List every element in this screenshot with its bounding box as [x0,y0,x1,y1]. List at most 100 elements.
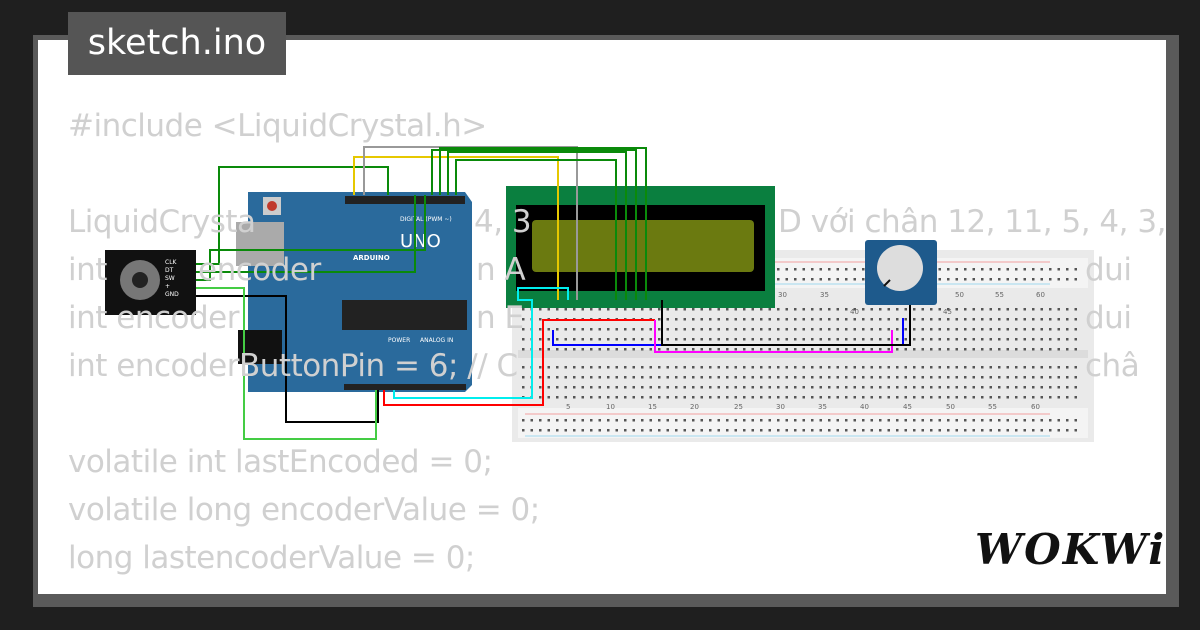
breadboard-hole [1049,429,1052,432]
breadboard-hole [590,366,593,369]
breadboard-hole [692,396,695,399]
breadboard-hole [828,429,831,432]
breadboard-hole [998,396,1001,399]
breadboard-hole [981,278,984,281]
bb-number: 35 [820,291,829,299]
breadboard-hole [998,268,1001,271]
breadboard-hole [853,396,856,399]
breadboard-hole [1057,308,1060,311]
breadboard-hole [624,419,627,422]
breadboard-hole [836,338,839,341]
breadboard-hole [1006,348,1009,351]
breadboard-hole [734,376,737,379]
breadboard-hole [930,429,933,432]
breadboard-hole [1032,348,1035,351]
breadboard-hole [930,366,933,369]
breadboard-hole [896,419,899,422]
breadboard-hole [632,328,635,331]
breadboard-hole [938,308,941,311]
breadboard-hole [1015,308,1018,311]
power-label: POWER [388,337,410,344]
breadboard-hole [913,348,916,351]
breadboard-hole [904,318,907,321]
breadboard-hole [836,318,839,321]
breadboard-hole [700,429,703,432]
breadboard-hole [666,348,669,351]
breadboard-hole [938,429,941,432]
breadboard-hole [921,366,924,369]
breadboard-hole [743,386,746,389]
breadboard-hole [1023,396,1026,399]
breadboard-hole [845,308,848,311]
potentiometer[interactable] [865,240,937,305]
breadboard-hole [743,366,746,369]
arduino-uno[interactable]: UNO ARDUINO DIGITAL (PWM ~) POWER ANALOG… [236,192,472,392]
breadboard-hole [836,386,839,389]
bb-number: 45 [903,403,912,411]
breadboard-hole [862,429,865,432]
breadboard-hole [777,396,780,399]
breadboard-hole [1032,328,1035,331]
breadboard-hole [1032,396,1035,399]
breadboard-hole [530,429,533,432]
breadboard-hole [862,308,865,311]
breadboard-hole [666,328,669,331]
breadboard-hole [607,338,610,341]
bb-number: 30 [776,403,785,411]
breadboard-hole [1023,348,1026,351]
breadboard-hole [632,419,635,422]
breadboard-hole [836,348,839,351]
bb-number: 15 [648,403,657,411]
breadboard-hole [666,308,669,311]
breadboard-hole [930,386,933,389]
breadboard-hole [1040,419,1043,422]
breadboard-hole [845,396,848,399]
breadboard-hole [717,338,720,341]
breadboard-hole [989,268,992,271]
rotary-encoder[interactable]: CLK DT SW + GND [105,250,196,315]
breadboard-hole [947,396,950,399]
breadboard-hole [700,338,703,341]
arduino-model: UNO [400,231,441,252]
breadboard-hole [573,419,576,422]
breadboard-hole [972,308,975,311]
breadboard-hole [743,396,746,399]
breadboard-hole [607,419,610,422]
breadboard-hole [1066,318,1069,321]
breadboard-hole [1006,429,1009,432]
breadboard-hole [981,366,984,369]
breadboard-hole [913,419,916,422]
breadboard-hole [836,328,839,331]
breadboard-hole [1015,338,1018,341]
breadboard-hole [785,268,788,271]
breadboard-hole [921,308,924,311]
breadboard-hole [556,348,559,351]
breadboard-hole [1074,376,1077,379]
breadboard-hole [556,308,559,311]
breadboard-hole [641,376,644,379]
breadboard-hole [811,338,814,341]
breadboard-hole [675,318,678,321]
breadboard-hole [972,328,975,331]
breadboard-hole [1066,278,1069,281]
breadboard-hole [896,396,899,399]
wire [439,147,647,300]
breadboard-hole [590,419,593,422]
breadboard-hole [1074,429,1077,432]
breadboard-hole [862,268,865,271]
bb-number: 10 [606,403,615,411]
breadboard-hole [853,278,856,281]
breadboard-hole [675,396,678,399]
breadboard-hole [709,396,712,399]
breadboard-hole [845,386,848,389]
breadboard-hole [1057,338,1060,341]
breadboard-hole [972,376,975,379]
breadboard-hole [768,308,771,311]
potentiometer-knob[interactable] [877,245,923,291]
bb-number: 40 [860,403,869,411]
lcd-display[interactable] [506,186,775,308]
breadboard-hole [632,338,635,341]
breadboard-hole [819,338,822,341]
breadboard-hole [1032,376,1035,379]
breadboard-hole [649,376,652,379]
